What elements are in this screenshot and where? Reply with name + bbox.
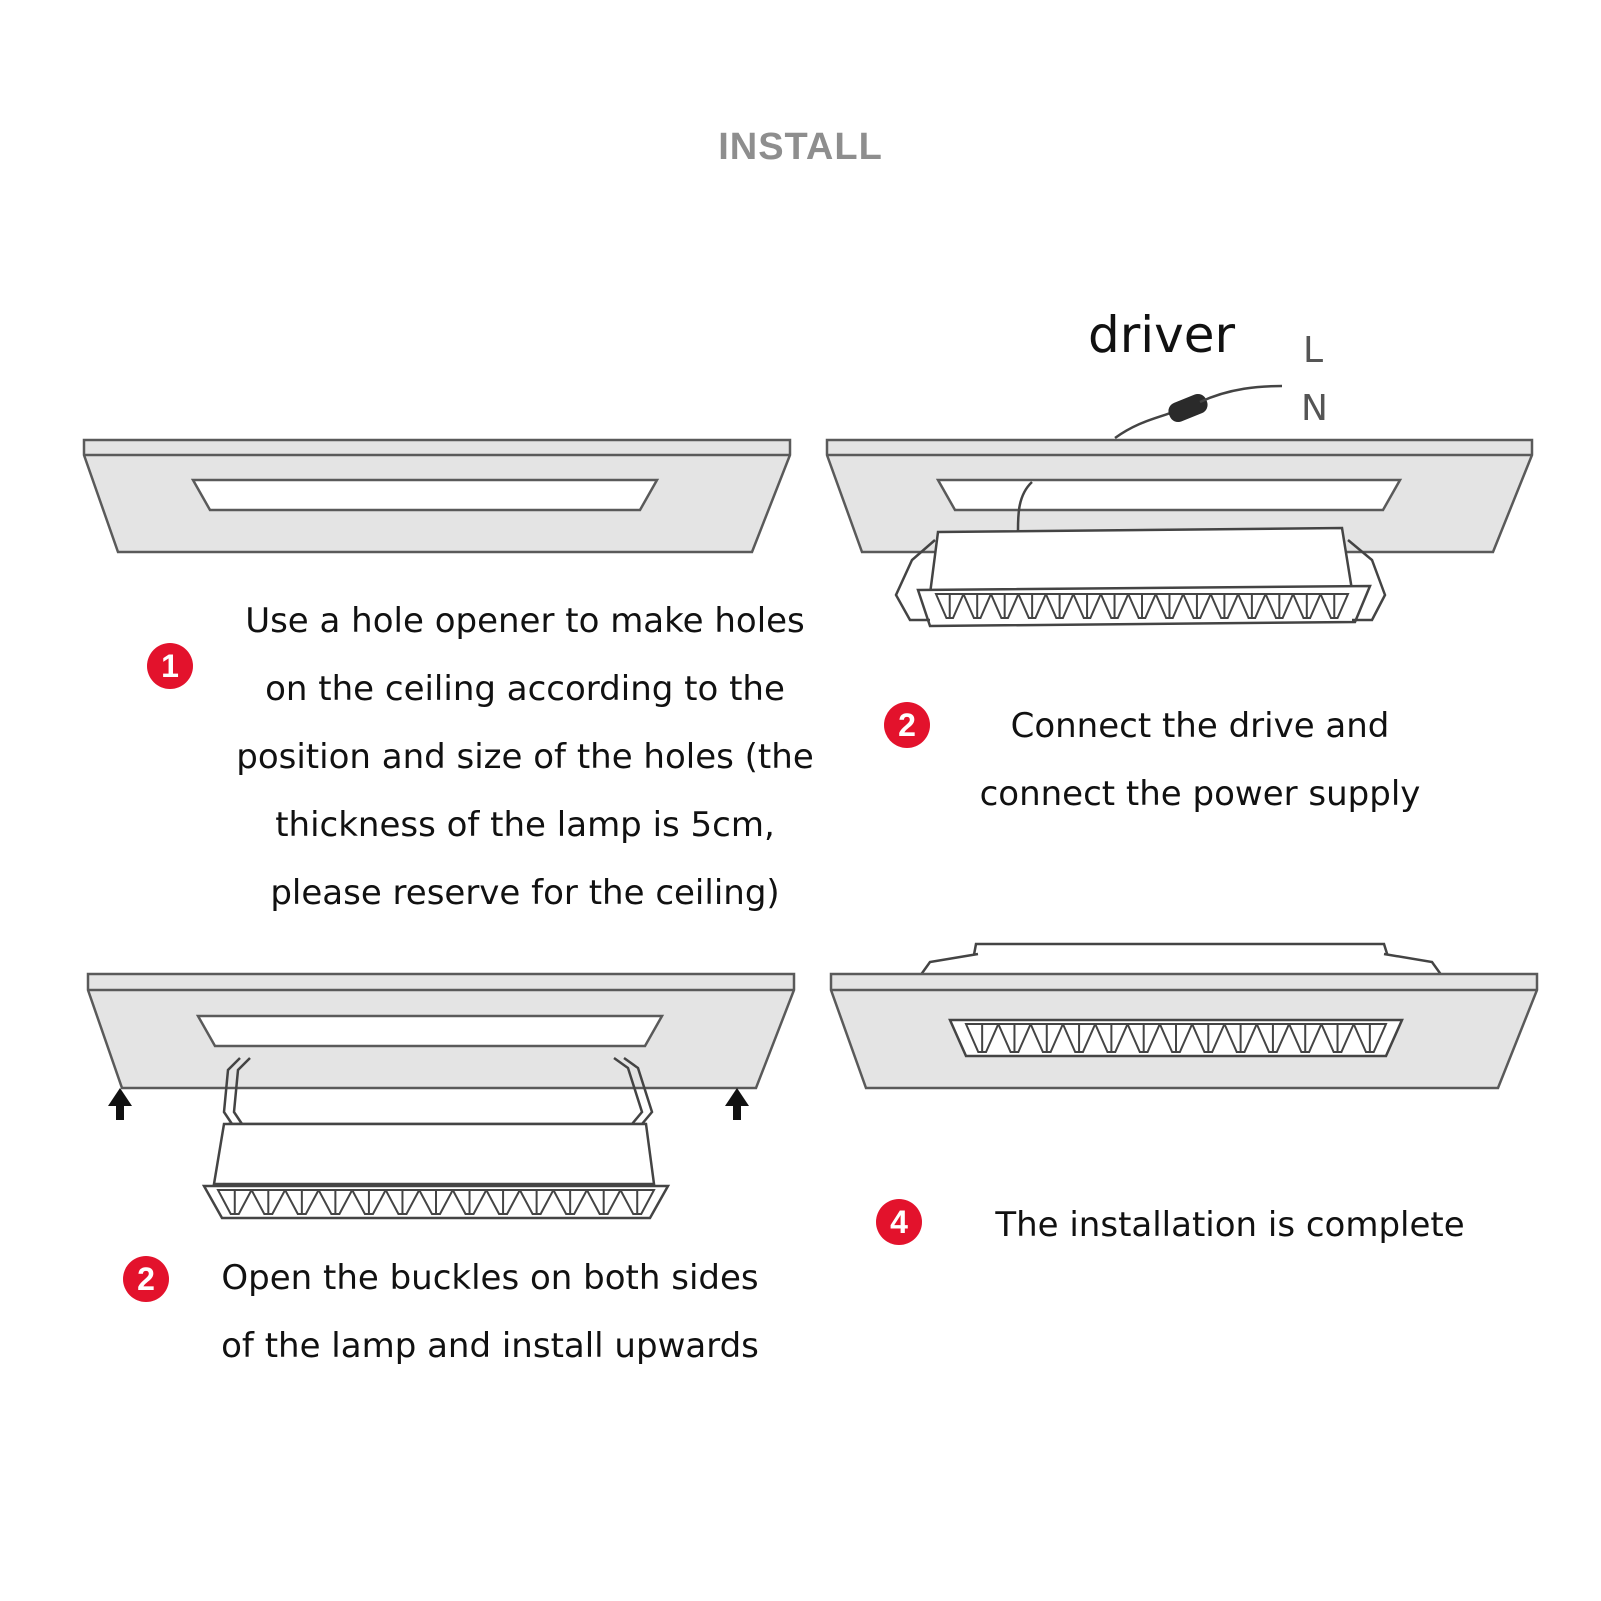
led-cell [1126, 593, 1158, 619]
buckle-right [1347, 539, 1387, 622]
led-cell [1093, 1023, 1130, 1053]
led-cell [618, 1189, 656, 1215]
led-cell [1099, 593, 1130, 619]
step-3-line: Open the buckles on both sides [221, 1258, 759, 1298]
buckle-left [894, 539, 936, 622]
ceiling-panel-step2 [825, 384, 1534, 628]
step-badge-1: 1 [147, 643, 193, 689]
led-cell [1029, 1023, 1065, 1053]
led-cell [417, 1189, 455, 1215]
led-cell [1236, 593, 1268, 619]
led-cell [1291, 593, 1323, 619]
up-arrow-left-icon [108, 1088, 132, 1120]
step-1-line: please reserve for the ceiling) [270, 873, 780, 913]
step-1-line: Use a hole opener to make holes [245, 601, 805, 641]
led-cell [1222, 1023, 1259, 1053]
led-cells-step3 [216, 1189, 656, 1215]
led-cell [249, 1189, 287, 1215]
step-1-line: position and size of the holes (the [236, 737, 814, 777]
led-cell [1016, 593, 1048, 619]
led-cell [1181, 593, 1213, 619]
step-caption-3: Open the buckles on both sides of the la… [180, 1244, 800, 1380]
led-cell [1158, 1023, 1194, 1053]
step-1-line: on the ceiling according to the [265, 669, 785, 709]
led-cell [350, 1189, 388, 1215]
led-cell [1319, 1023, 1356, 1053]
led-cell [996, 1023, 1033, 1053]
driver-label: driver [1088, 306, 1236, 364]
led-cells-step2 [934, 593, 1350, 619]
led-cell [316, 1189, 354, 1215]
led-cell [1154, 593, 1185, 619]
step-4-line: The installation is complete [995, 1205, 1465, 1245]
wire-label-neutral: N [1301, 388, 1328, 429]
ceiling-panel-step4 [829, 942, 1539, 1090]
lamp-top-step4 [968, 942, 1396, 978]
ceiling-panel-step1 [82, 438, 792, 554]
step-caption-1: Use a hole opener to make holes on the c… [200, 587, 850, 927]
led-cells-step4 [964, 1023, 1388, 1053]
led-cell [451, 1189, 488, 1215]
led-cell [1352, 1023, 1388, 1053]
page-title: INSTALL [718, 126, 883, 168]
led-cell [384, 1189, 421, 1215]
driver-box [1168, 393, 1208, 423]
led-cell [518, 1189, 556, 1215]
step-caption-2: Connect the drive and connect the power … [950, 692, 1450, 828]
step-2-line: connect the power supply [979, 774, 1421, 814]
step-badge-3: 2 [123, 1256, 169, 1302]
lamp-step3 [201, 1122, 671, 1220]
step-badge-2: 2 [884, 702, 930, 748]
ceiling-hole [190, 478, 660, 512]
led-cell [1126, 1023, 1162, 1053]
led-cell [1264, 593, 1295, 619]
led-cell [1319, 593, 1350, 619]
step-2-line: Connect the drive and [1010, 706, 1390, 746]
led-cell [989, 593, 1020, 619]
led-cell [1044, 593, 1075, 619]
ceiling-panel-step3 [86, 972, 796, 1220]
step-3-line: of the lamp and install upwards [221, 1326, 759, 1366]
led-cell [964, 1023, 1000, 1053]
lamp-step2 [894, 526, 1387, 628]
led-cell [961, 593, 993, 619]
buckle-right-open [613, 1056, 644, 1125]
led-cell [283, 1189, 321, 1215]
led-cell [1287, 1023, 1323, 1053]
step-1-line: thickness of the lamp is 5cm, [275, 805, 775, 845]
power-wire [1114, 408, 1179, 440]
led-cell [216, 1189, 254, 1215]
buckle-left-open [222, 1057, 241, 1125]
up-arrow-right-icon [725, 1088, 749, 1120]
led-cell [1071, 593, 1103, 619]
led-cell [934, 593, 965, 619]
led-cell [1255, 1023, 1291, 1053]
step-caption-4: The installation is complete [960, 1191, 1500, 1259]
led-cell [1209, 593, 1240, 619]
led-cell [484, 1189, 522, 1215]
step-badge-4: 4 [876, 1199, 922, 1245]
led-cell [551, 1189, 589, 1215]
led-cell [585, 1189, 623, 1215]
led-cell [1190, 1023, 1226, 1053]
wire-label-live: L [1303, 330, 1324, 371]
led-cell [1061, 1023, 1097, 1053]
